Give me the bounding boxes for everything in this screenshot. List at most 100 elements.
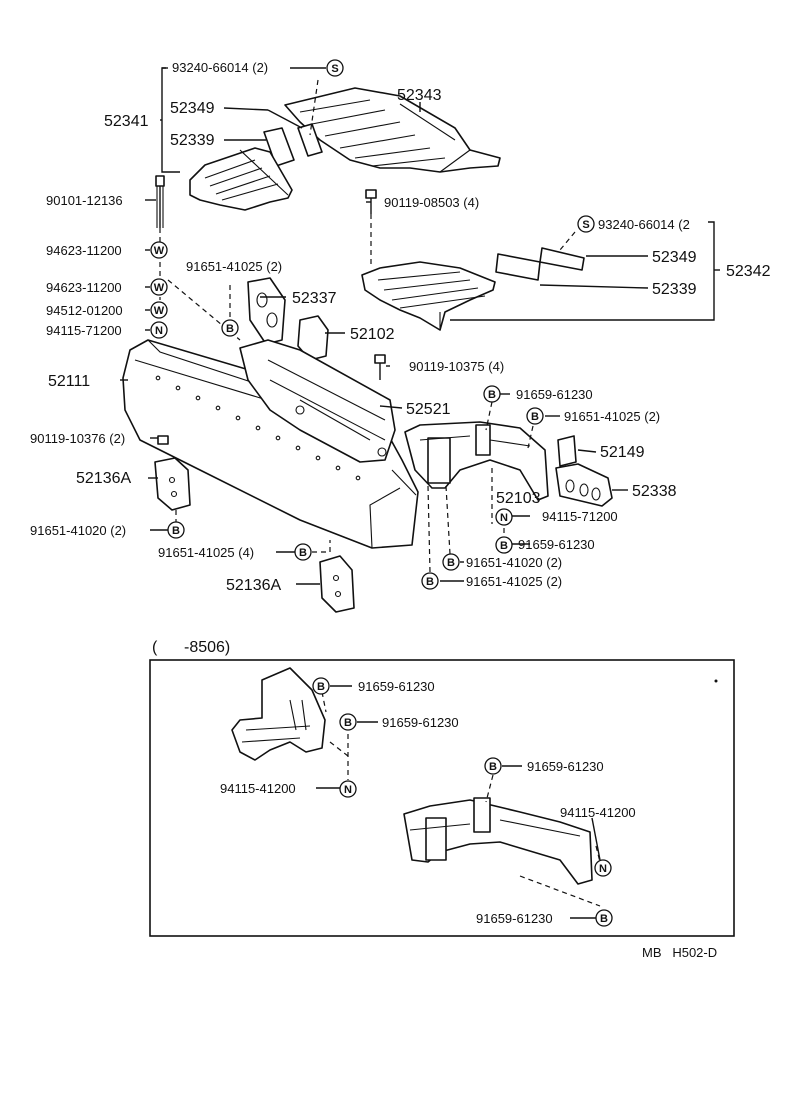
reinforcement-52521 [239,339,396,463]
symbol-w-1: W [150,241,168,259]
label-90119-10376: 90119-10376 (2) [30,431,125,446]
label-90119-10375: 90119-10375 (4) [409,359,504,374]
label-52521: 52521 [406,401,451,418]
symbol-b-5: B [442,553,460,571]
label-90119-08503: 90119-08503 (4) [384,195,479,210]
svg-text:B: B [317,681,325,693]
label-93240-b: 93240-66014 (2 [598,217,690,232]
bracket-52149 [557,435,577,467]
skid-plate-52343 [284,87,501,173]
svg-text:N: N [344,784,352,796]
svg-text:B: B [447,557,455,569]
label-91651-41025-d: 91651-41025 (2) [466,574,562,589]
label-94623-a: 94623-11200 [46,243,122,258]
label-94623-b: 94623-11200 [46,280,122,295]
label-52103: 52103 [496,490,541,507]
symbol-b-7: B [167,521,185,539]
symbol-n-1: N [150,321,168,339]
bolt-90101 [155,175,165,228]
svg-text:B: B [299,547,307,559]
symbol-b-3: B [526,407,544,425]
stay-52136A-lower [319,555,355,613]
label-52149: 52149 [600,444,645,461]
label-52102: 52102 [350,326,395,343]
label-52342: 52342 [726,263,771,280]
svg-text:S: S [331,63,338,75]
label-52136A-b: 52136A [226,577,281,594]
svg-text:B: B [489,761,497,773]
label-52349-a: 52349 [170,100,215,117]
symbol-b-12: B [595,909,613,927]
symbol-b-10: B [339,713,357,731]
svg-text:B: B [488,389,496,401]
label-94115-41200-a: 94115-41200 [220,781,296,796]
label-94115-71200-b: 94115-71200 [542,509,618,524]
symbol-b-1: B [221,319,239,337]
bracket-52337 [247,277,286,345]
symbol-b-11: B [484,757,502,775]
label-91659-b: 91659-61230 [518,537,595,552]
symbol-b-8: B [294,543,312,561]
svg-text:B: B [500,540,508,552]
label-91651-41025-b: 91651-41025 (2) [564,409,660,424]
bracket-52338 [555,463,613,507]
label-52136A-a: 52136A [76,470,131,487]
label-52343: 52343 [397,87,442,104]
svg-text:B: B [600,913,608,925]
svg-text:B: B [531,411,539,423]
svg-text:S: S [582,219,589,231]
symbol-w-3: W [150,301,168,319]
label-93240-a: 93240-66014 (2) [172,60,268,75]
svg-text:N: N [599,863,607,875]
svg-text:N: N [155,325,163,337]
symbol-n-2: N [495,508,513,526]
label-52349-b: 52349 [652,249,697,266]
label-52339-b: 52339 [652,281,697,298]
symbol-s-2: S [577,215,595,233]
bracket-52102 [297,315,329,361]
diagram-code: MB H502-D [642,945,717,960]
label-52337: 52337 [292,290,337,307]
svg-text:B: B [344,717,352,729]
symbol-b-4: B [495,536,513,554]
symbol-n-4: N [594,859,612,877]
label-91659-c: 91659-61230 [358,679,435,694]
svg-text:W: W [154,305,165,317]
bracket-52103 [404,421,549,501]
label-94115-41200-b: 94115-41200 [560,805,636,820]
label-94115-71200-a: 94115-71200 [46,323,122,338]
svg-text:B: B [226,323,234,335]
label-91659-f: 91659-61230 [476,911,553,926]
symbols: S W W W N S B B B N B B B B B B B N B N … [150,59,613,927]
label-91651-41020-b: 91651-41020 (2) [466,555,562,570]
svg-text:B: B [426,576,434,588]
skid-plate-52341 [189,147,293,211]
stay-52136A-upper [154,457,191,511]
inset-box [149,659,735,937]
svg-text:N: N [500,512,508,524]
symbol-b-9: B [312,677,330,695]
label-90101: 90101-12136 [46,193,123,208]
plates-right [495,247,585,281]
label-91659-a: 91659-61230 [516,387,593,402]
symbol-s-1: S [326,59,344,77]
svg-text:W: W [154,245,165,257]
part-labels: 93240-66014 (2) 52343 52349 52341 52339 … [30,60,771,594]
label-52341: 52341 [104,113,149,130]
label-91651-41020-a: 91651-41020 (2) [30,523,126,538]
label-91659-e: 91659-61230 [527,759,604,774]
bolt-90119-10375 [374,354,386,380]
label-94512: 94512-01200 [46,303,123,318]
symbol-b-2: B [483,385,501,403]
label-52339-a: 52339 [170,132,215,149]
bolt-90119-08503 [365,189,377,214]
leader-lines [120,67,720,585]
symbol-b-6: B [421,572,439,590]
inset-range-label: ( -8506) [152,639,230,656]
skid-plate-52342 [361,261,496,331]
inset-labels: ( -8506) 91659-61230 91659-61230 94115-4… [152,639,636,926]
label-91651-41025-a: 91651-41025 (2) [186,259,282,274]
svg-text:B: B [172,525,180,537]
